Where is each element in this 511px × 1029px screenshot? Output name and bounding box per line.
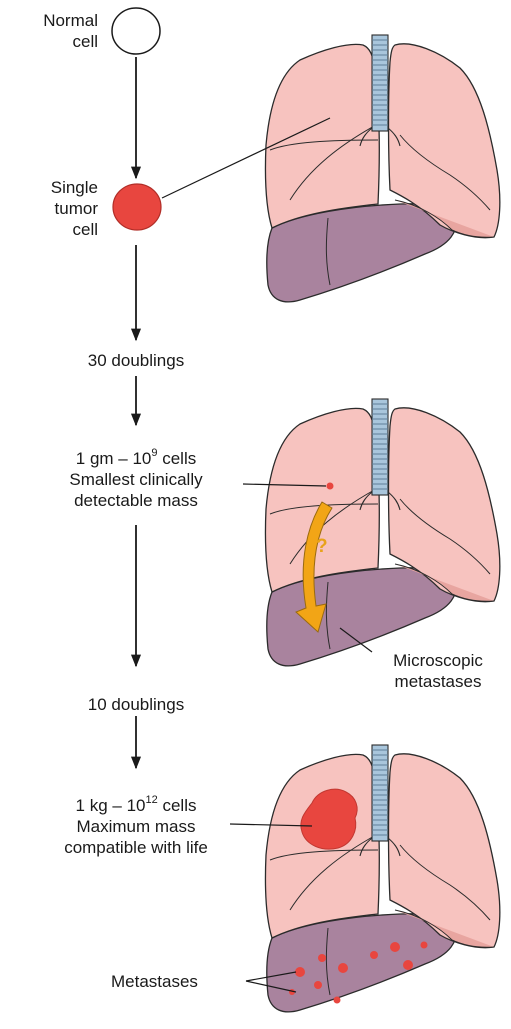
small-tumor-spot <box>327 483 334 490</box>
organs-panel-2 <box>265 399 499 666</box>
doublings-30-label: 30 doublings <box>36 350 236 371</box>
microscopic-metastases-label: Microscopic metastases <box>372 650 504 692</box>
maximum-mass-label: 1 kg – 1012 cells Maximum mass compatibl… <box>36 795 236 858</box>
single-tumor-cell <box>113 184 161 230</box>
normal-cell <box>112 8 160 54</box>
question-mark: ? <box>316 536 328 557</box>
detectable-mass-label: 1 gm – 109 cells Smallest clinically det… <box>36 448 236 511</box>
tumor-cell-label: Single tumor cell <box>6 177 98 240</box>
metastases-label: Metastases <box>111 971 198 992</box>
normal-cell-label: Normal cell <box>6 10 98 52</box>
doublings-10-label: 10 doublings <box>36 694 236 715</box>
organs-panel-1 <box>265 35 499 302</box>
